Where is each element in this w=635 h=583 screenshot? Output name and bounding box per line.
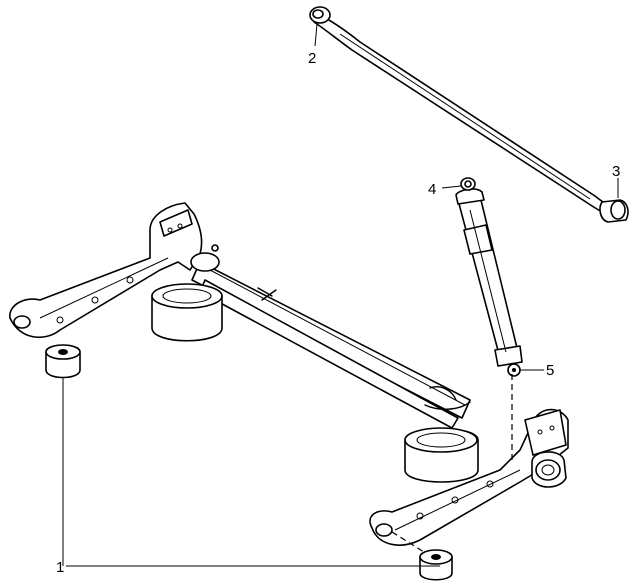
left-arm-bushing (45, 344, 81, 379)
axle-beam (191, 261, 471, 429)
callout-1: 1 (56, 559, 64, 576)
left-trailing-arm (9, 202, 203, 338)
callout-2: 2 (308, 50, 316, 67)
callout-3: 3 (612, 163, 620, 180)
callout-5: 5 (546, 362, 554, 379)
leader-4 (441, 185, 462, 189)
right-arm-bushing (419, 549, 453, 581)
shock-absorber (455, 188, 523, 367)
bushing-install-dashline (391, 531, 425, 553)
leader-2 (314, 23, 318, 47)
leader-lines (62, 23, 619, 567)
right-shock-mount (531, 451, 567, 488)
right-trailing-arm (369, 408, 569, 546)
lateral-rod-bushing-lower (599, 199, 629, 223)
left-spring-seat (151, 283, 223, 342)
shock-upper-bushing (460, 177, 476, 191)
shock-lower-nut (507, 363, 521, 377)
lateral-rod-bushing-upper (309, 6, 331, 24)
right-spring-seat (404, 427, 479, 483)
callout-4: 4 (428, 181, 436, 198)
left-bump-stop (190, 244, 220, 272)
